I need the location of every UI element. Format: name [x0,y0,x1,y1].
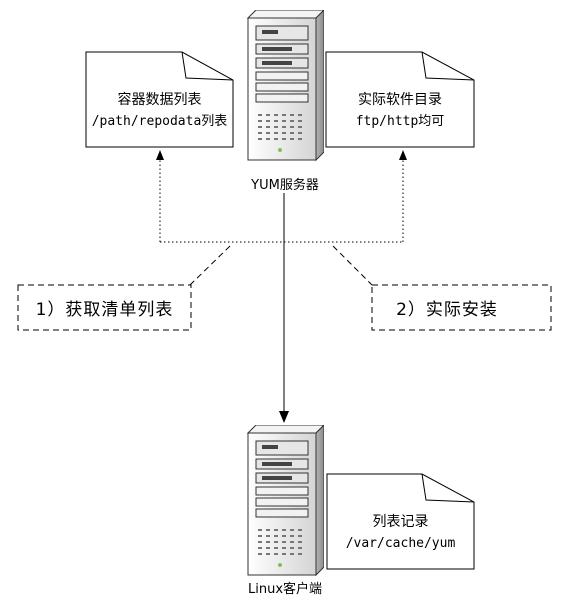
doc-cache-path: /var/cache/yum [345,536,456,551]
doc-software-path: ftp/http均可 [355,114,445,129]
arrow-to-software-icon [399,150,407,160]
doc-metadata-title: 容器数据列表 [117,92,202,108]
step2-label: 2）实际安装 [396,300,498,320]
doc-metadata-path: /path/repodata列表 [91,114,228,129]
doc-cache: 列表记录 /var/cache/yum [327,512,474,554]
doc-cache-title: 列表记录 [372,514,429,530]
doc-software-title: 实际软件目录 [358,92,442,108]
step1-label: 1）获取清单列表 [35,300,174,320]
step-leader-lines [189,245,373,286]
step2-box [371,284,552,331]
doc-software-shape [325,51,475,148]
client-tower-icon [247,425,324,576]
dotted-connector [159,160,404,243]
doc-cache-shape [326,473,475,570]
doc-metadata-shape [85,51,234,148]
doc-software: 实际软件目录 ftp/http均可 [326,90,474,132]
server-label: YUM服务器 [225,174,345,193]
step1-box [17,284,192,331]
client-label: Linux客户端 [247,582,323,597]
doc-metadata: 容器数据列表 /path/repodata列表 [86,90,233,132]
server-tower-icon [247,10,324,161]
arrow-to-metadata-icon [156,150,164,160]
arrow-down-icon [279,411,289,423]
